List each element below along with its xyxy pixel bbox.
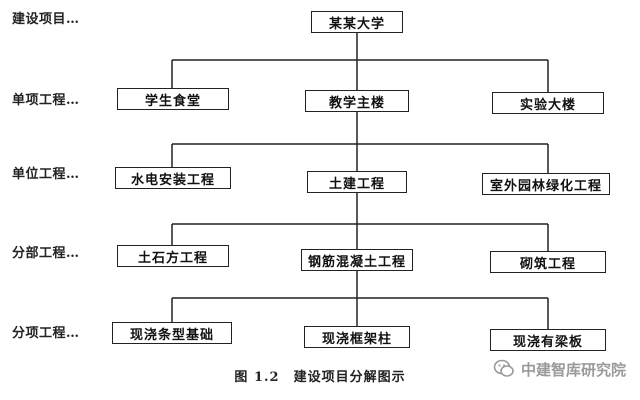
node-single-2: 教学主楼 [305, 90, 409, 112]
node-division-3: 砌筑工程 [490, 251, 606, 273]
node-division-1: 土石方工程 [117, 245, 229, 267]
watermark: 中建智库研究院 [493, 358, 626, 380]
level-label-unit-project: 单位工程… [12, 167, 80, 182]
node-subdivision-3: 现浇有梁板 [490, 329, 606, 351]
node-unit-2: 土建工程 [307, 171, 407, 193]
level-label-division-project: 分部工程… [12, 246, 80, 261]
level-label-subdivision-project: 分项工程… [12, 326, 80, 341]
wechat-icon [493, 358, 515, 380]
node-subdivision-1: 现浇条型基础 [112, 322, 232, 344]
figure-caption: 图 1.2 建设项目分解图示 [234, 370, 406, 385]
watermark-text: 中建智库研究院 [520, 360, 626, 379]
node-root: 某某大学 [311, 11, 403, 33]
node-subdivision-2: 现浇框架柱 [304, 326, 410, 348]
node-single-1: 学生食堂 [117, 88, 229, 110]
node-unit-3: 室外园林绿化工程 [482, 173, 610, 195]
node-single-3: 实验大楼 [492, 92, 604, 114]
level-label-single-project: 单项工程… [12, 93, 80, 108]
level-label-construction-project: 建设项目… [12, 12, 80, 27]
node-division-2: 钢筋混凝土工程 [301, 249, 413, 271]
node-unit-1: 水电安装工程 [115, 167, 231, 189]
